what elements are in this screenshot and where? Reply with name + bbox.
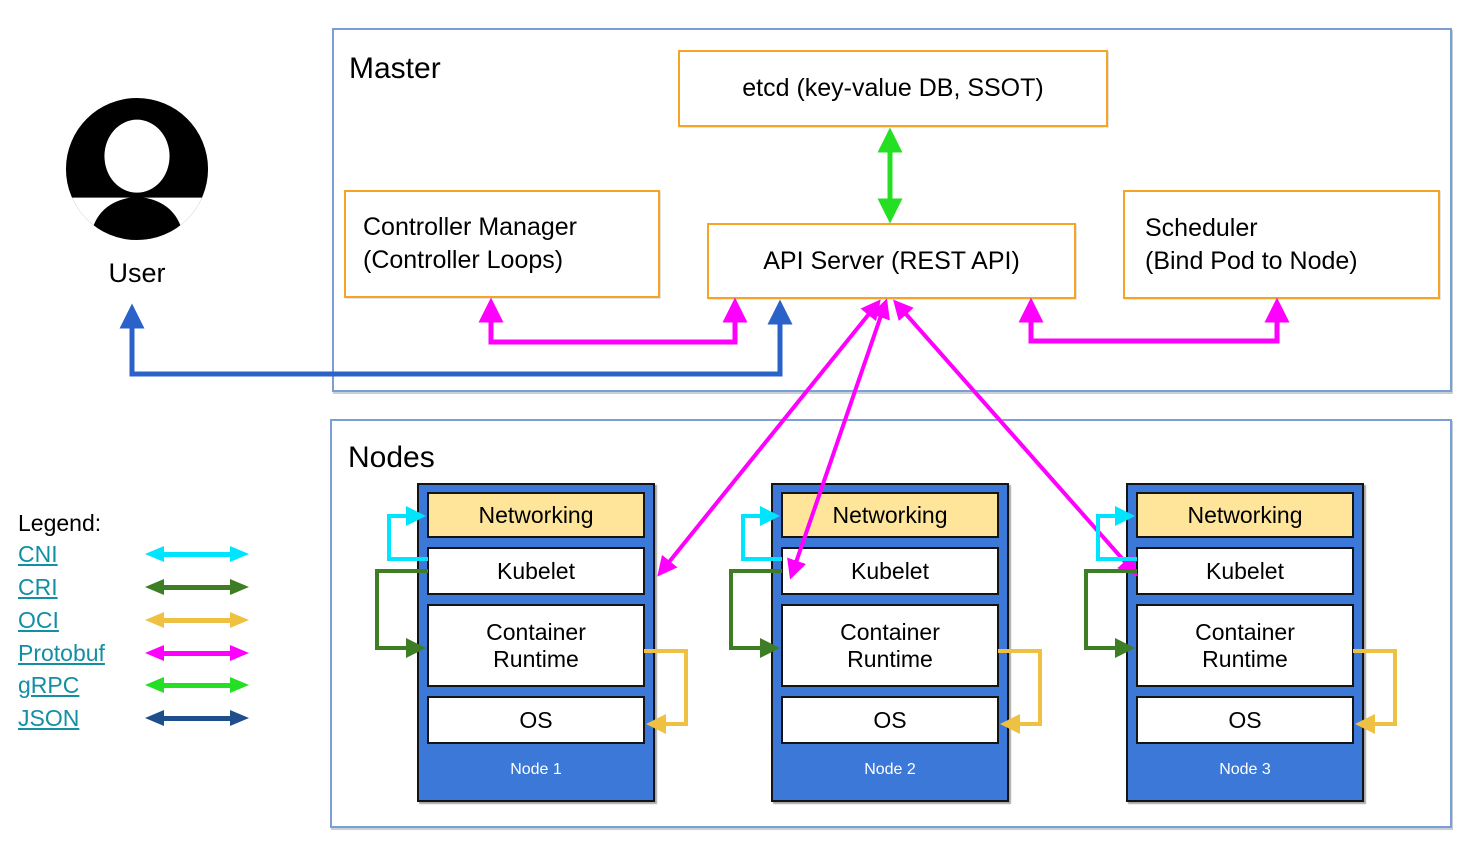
user-label: User bbox=[108, 258, 166, 288]
legend-link-protobuf[interactable]: Protobuf bbox=[18, 640, 105, 666]
etcd-label: etcd (key-value DB, SSOT) bbox=[742, 74, 1044, 102]
protobuf-legend-arrow bbox=[145, 644, 249, 662]
node1-kubelet-label: Kubelet bbox=[496, 557, 575, 584]
node1-os-box: OS bbox=[427, 696, 645, 744]
node3-container-runtime-label: Container Runtime bbox=[1195, 619, 1295, 672]
user-icon bbox=[65, 97, 209, 241]
node1-networking-label: Networking bbox=[478, 501, 594, 528]
controller-manager-box: Controller Manager (Controller Loops) bbox=[344, 190, 660, 298]
node3-os-box: OS bbox=[1136, 696, 1354, 744]
node2-container-runtime-box: Container Runtime bbox=[781, 604, 999, 687]
legend-link-cni[interactable]: CNI bbox=[18, 541, 58, 567]
cni-legend-arrow bbox=[145, 545, 249, 563]
node2-networking-label: Networking bbox=[832, 501, 948, 528]
api-server-label: API Server (REST API) bbox=[763, 246, 1020, 275]
legend-item-json: JSON bbox=[18, 705, 258, 738]
legend-link-json[interactable]: JSON bbox=[18, 705, 80, 731]
node1-label: Node 1 bbox=[510, 761, 562, 778]
scheduler-label-line1: Scheduler bbox=[1145, 213, 1258, 242]
node1-os-label: OS bbox=[519, 706, 553, 733]
cri-legend-arrow bbox=[145, 578, 249, 596]
nodes-section bbox=[330, 419, 1452, 828]
node-1: Networking Kubelet Container Runtime OS … bbox=[417, 483, 655, 802]
node-3: Networking Kubelet Container Runtime OS … bbox=[1126, 483, 1364, 802]
node3-kubelet-box: Kubelet bbox=[1136, 547, 1354, 595]
node2-os-box: OS bbox=[781, 696, 999, 744]
legend-item-cni: CNI bbox=[18, 541, 258, 574]
legend-item-oci: OCI bbox=[18, 607, 258, 640]
node2-kubelet-label: Kubelet bbox=[850, 557, 929, 584]
nodes-title: Nodes bbox=[348, 441, 435, 474]
json-legend-arrow bbox=[145, 709, 249, 727]
node2-kubelet-box: Kubelet bbox=[781, 547, 999, 595]
grpc-legend-arrow bbox=[145, 676, 249, 694]
node1-networking-box: Networking bbox=[427, 492, 645, 538]
node3-networking-label: Networking bbox=[1187, 501, 1303, 528]
node2-networking-box: Networking bbox=[781, 492, 999, 538]
scheduler-box: Scheduler (Bind Pod to Node) bbox=[1123, 190, 1440, 299]
controller-manager-label-line1: Controller Manager bbox=[363, 213, 577, 241]
node2-os-label: OS bbox=[873, 706, 907, 733]
node3-networking-box: Networking bbox=[1136, 492, 1354, 538]
legend-item-cri: CRI bbox=[18, 574, 258, 607]
api-server-box: API Server (REST API) bbox=[707, 223, 1076, 299]
legend-title: Legend: bbox=[18, 510, 102, 536]
master-title: Master bbox=[349, 52, 441, 85]
legend-link-oci[interactable]: OCI bbox=[18, 607, 59, 633]
node1-kubelet-box: Kubelet bbox=[427, 547, 645, 595]
node3-label: Node 3 bbox=[1219, 761, 1271, 778]
legend-item-protobuf: Protobuf bbox=[18, 640, 258, 673]
node3-os-label: OS bbox=[1228, 706, 1262, 733]
node1-container-runtime-box: Container Runtime bbox=[427, 604, 645, 687]
etcd-box: etcd (key-value DB, SSOT) bbox=[678, 50, 1108, 127]
oci-legend-arrow bbox=[145, 611, 249, 629]
node3-kubelet-label: Kubelet bbox=[1205, 557, 1284, 584]
legend-link-grpc[interactable]: gRPC bbox=[18, 672, 80, 698]
node2-label: Node 2 bbox=[864, 761, 916, 778]
legend-link-cri[interactable]: CRI bbox=[18, 574, 58, 600]
node1-container-runtime-label: Container Runtime bbox=[486, 619, 586, 672]
node3-container-runtime-box: Container Runtime bbox=[1136, 604, 1354, 687]
master-section bbox=[332, 28, 1452, 392]
node2-container-runtime-label: Container Runtime bbox=[840, 619, 940, 672]
node-2: Networking Kubelet Container Runtime OS … bbox=[771, 483, 1009, 802]
scheduler-label-line2: (Bind Pod to Node) bbox=[1145, 246, 1358, 275]
legend-item-grpc: gRPC bbox=[18, 672, 258, 705]
controller-manager-label-line2: (Controller Loops) bbox=[363, 246, 564, 274]
